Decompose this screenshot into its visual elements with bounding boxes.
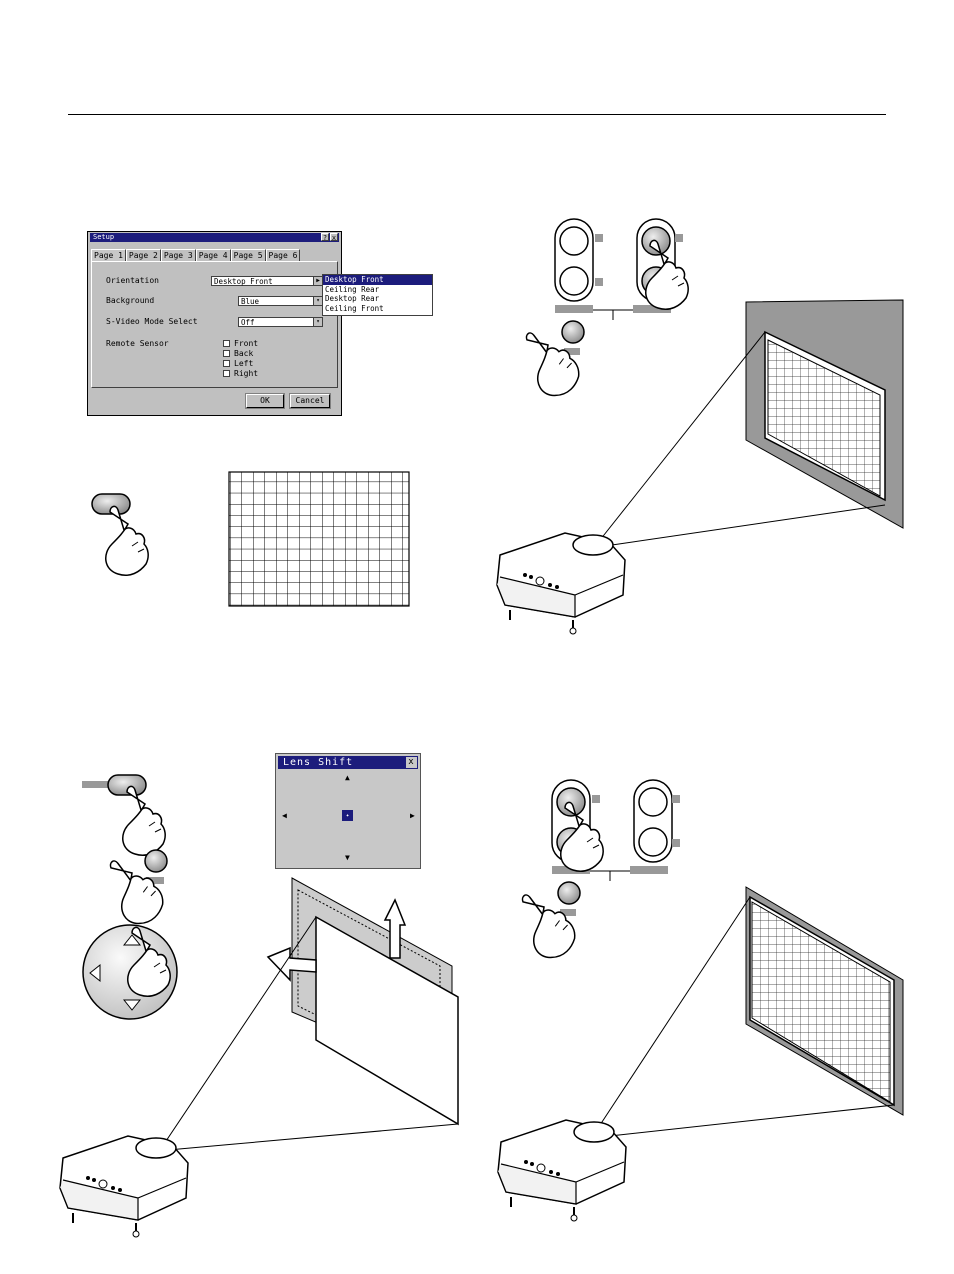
arrow-down-icon[interactable]: ▼ [345,853,350,862]
tab-page-3[interactable]: Page 3 [160,249,196,261]
tab-page-1[interactable]: Page 1 [91,249,126,261]
svideo-select[interactable]: Off ▾ [238,317,323,327]
svideo-label: S-Video Mode Select [106,317,198,326]
dropdown-option-ceiling-rear[interactable]: Ceiling Rear [325,284,380,294]
close-icon[interactable]: x [330,233,338,242]
orientation-label: Orientation [106,276,159,285]
lens-shift-title: Lens Shift [283,757,354,768]
ok-button[interactable]: OK [245,393,285,409]
setup-dialog: Setup ? x Page 1 Page 2 Page 3 Page 4 Pa… [87,231,342,416]
help-icon[interactable]: ? [321,233,329,242]
chevron-down-icon[interactable]: ▾ [313,297,322,305]
checkbox-left-label: Left [234,359,254,368]
checkbox-right[interactable] [223,370,230,377]
close-icon[interactable]: x [406,757,417,768]
dropdown-option-desktop-front[interactable]: Desktop Front [323,275,432,285]
chevron-down-icon[interactable]: ▾ [313,318,322,326]
arrow-up-icon[interactable]: ▲ [345,773,350,782]
header-rule [68,114,886,115]
tab-page-4[interactable]: Page 4 [195,249,231,261]
dropdown-arrow-icon[interactable]: ▶ [313,277,322,285]
setup-tabs: Page 1 Page 2 Page 3 Page 4 Page 5 Page … [91,249,301,261]
remote-sensor-label: Remote Sensor [106,339,169,348]
dropdown-option-ceiling-front[interactable]: Ceiling Front [325,303,384,313]
background-label: Background [106,296,155,305]
lens-center-marker[interactable]: ✦ [342,810,353,821]
checkbox-front-label: Front [234,339,259,348]
tab-page-6[interactable]: Page 6 [265,249,301,261]
test-grid-pattern [228,471,410,607]
background-value: Blue [241,297,260,306]
checkbox-back-label: Back [234,349,254,358]
setup-title-bar: Setup ? x [90,233,339,242]
orientation-dropdown-list: Desktop Front Ceiling Rear Desktop Rear … [322,274,433,316]
remote-round-button [559,226,589,256]
setup-panel: Orientation Desktop Front ▶ Background B… [91,261,338,388]
cancel-button[interactable]: Cancel [289,393,331,409]
lens-shift-title-bar: Lens Shift x [278,756,418,769]
lens-shift-dialog: Lens Shift x ▲ ▼ ◀ ▶ ✦ [275,753,421,869]
orientation-value: Desktop Front [214,277,273,286]
checkbox-front[interactable] [223,340,230,347]
arrow-right-icon[interactable]: ▶ [410,811,415,820]
checkbox-right-label: Right [234,369,259,378]
tab-page-5[interactable]: Page 5 [230,249,266,261]
tab-page-2[interactable]: Page 2 [125,249,161,261]
checkbox-left[interactable] [223,360,230,367]
svideo-value: Off [241,318,255,327]
hand-icon [105,505,149,577]
enter-button-illus [91,493,131,515]
checkbox-back[interactable] [223,350,230,357]
dropdown-option-desktop-rear[interactable]: Desktop Rear [325,294,380,303]
setup-title: Setup [93,233,115,241]
arrow-left-icon[interactable]: ◀ [282,811,287,820]
remote-round-button [559,266,589,296]
